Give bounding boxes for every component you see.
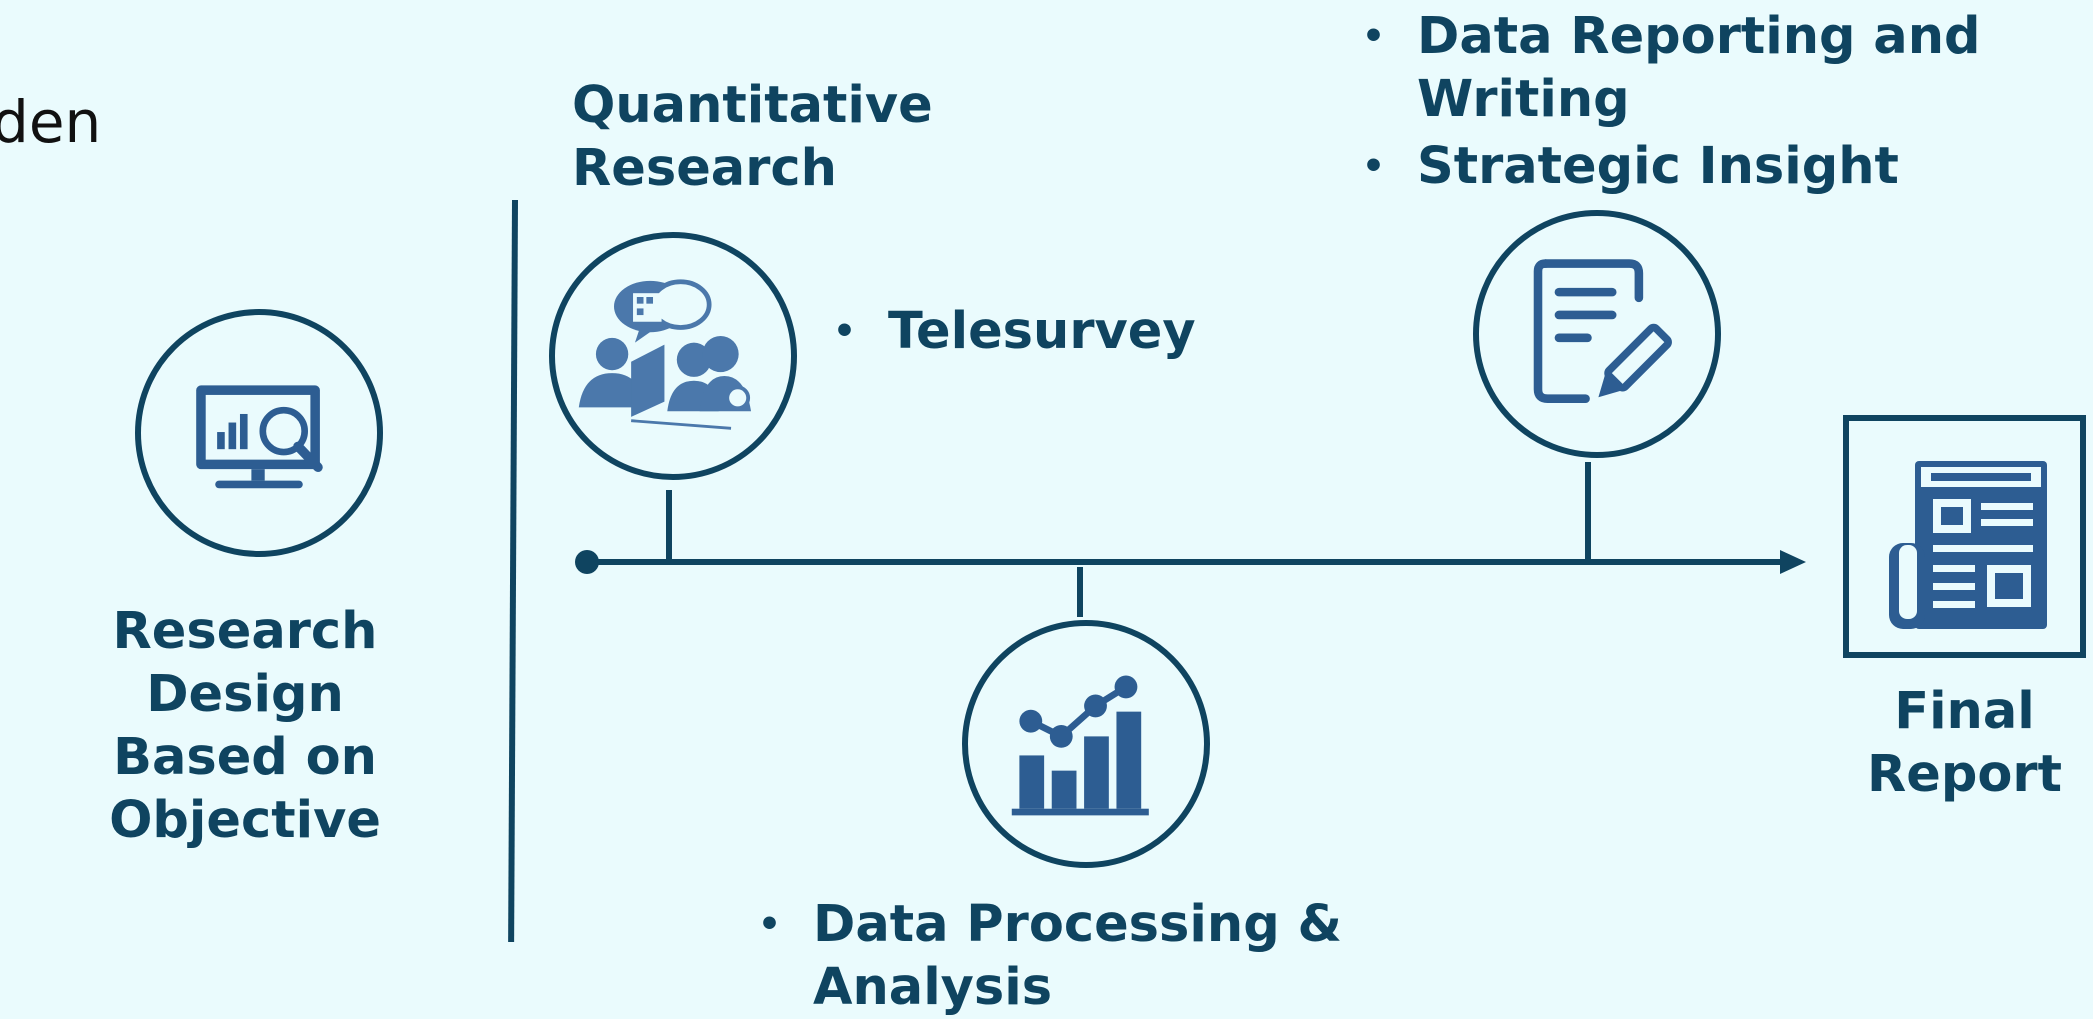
processing-connector	[1077, 567, 1083, 617]
research-design-circle	[135, 309, 383, 557]
final-report-box	[1843, 415, 2086, 658]
final-report-label: Final Report	[1867, 682, 2062, 804]
quantitative-research-label: Quantitative Research	[572, 76, 933, 198]
cut-off-text: den	[0, 88, 102, 156]
telesurvey-text: Telesurvey	[888, 302, 1196, 361]
reporting-bullet-2: • Strategic Insight	[1362, 135, 1899, 198]
bullet-dot: •	[1362, 16, 1386, 57]
quantitative-connector	[666, 490, 672, 562]
reporting-text-1: Data Reporting and Writing	[1417, 7, 1981, 129]
processing-text: Data Processing & Analysis	[813, 895, 1342, 1017]
monitor-analytics-icon	[196, 385, 323, 489]
timeline-arrowhead	[1780, 550, 1806, 574]
quantitative-research-circle	[549, 232, 797, 480]
reporting-circle	[1473, 210, 1721, 458]
bar-line-chart-icon	[1011, 675, 1149, 816]
bullet-dot: •	[758, 904, 782, 945]
vertical-divider	[508, 199, 518, 943]
reporting-connector	[1585, 462, 1591, 560]
newspaper-icon	[1889, 461, 2047, 629]
telesurvey-bullet: • Telesurvey	[833, 300, 1196, 363]
processing-bullet: • Data Processing & Analysis	[758, 893, 1342, 1019]
bullet-dot: •	[833, 311, 857, 352]
research-design-label: Research Design Based on Objective	[109, 602, 381, 850]
telesurvey-people-icon	[578, 279, 752, 430]
document-edit-icon	[1533, 259, 1672, 403]
reporting-text-2: Strategic Insight	[1417, 137, 1899, 196]
timeline-line	[587, 559, 1785, 565]
reporting-bullet-1: • Data Reporting and Writing	[1362, 5, 1981, 131]
processing-circle	[962, 620, 1210, 868]
bullet-dot: •	[1362, 146, 1386, 187]
